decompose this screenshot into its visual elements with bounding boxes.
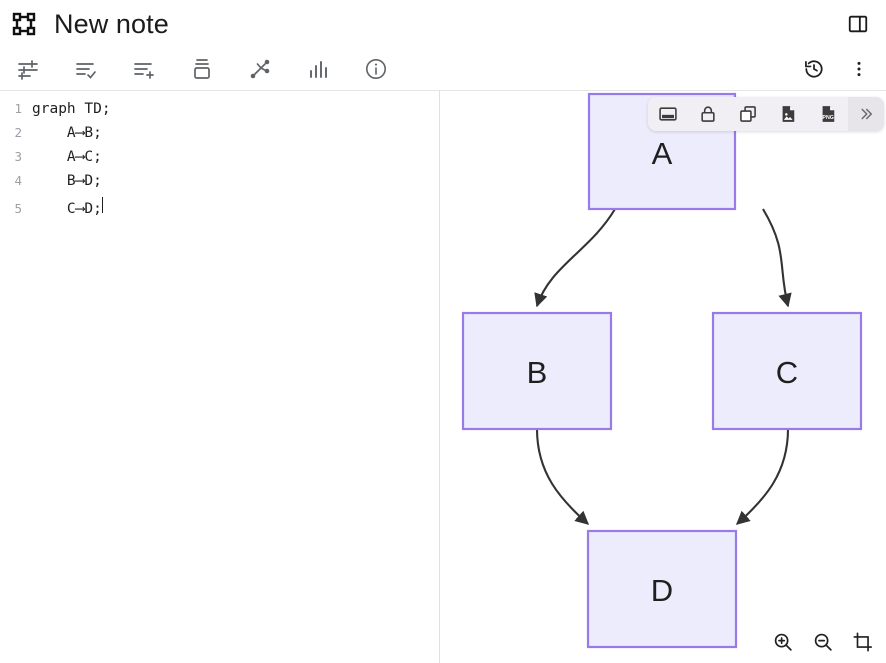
code-line: 4 B⟶D; <box>0 173 439 197</box>
diagram-node-d[interactable]: D <box>586 529 738 649</box>
node-label: A <box>652 136 673 171</box>
history-clock-icon[interactable] <box>794 51 834 87</box>
line-content: graph TD; <box>32 101 111 117</box>
selection-handles-icon <box>10 10 38 38</box>
edge-a-to-b <box>534 208 616 308</box>
zoom-out-icon[interactable] <box>810 629 836 655</box>
code-line: 1 graph TD; <box>0 101 439 125</box>
content-split: 1 graph TD; 2 A⟶B; 3 A⟶C; 4 B⟶D; 5 C⟶D; <box>0 91 886 663</box>
settings-sliders-icon[interactable] <box>8 51 48 87</box>
fit-to-screen-icon[interactable] <box>850 629 876 655</box>
line-number: 5 <box>14 201 22 216</box>
export-svg-icon[interactable] <box>768 97 808 131</box>
sidebar-toggle-icon[interactable] <box>844 10 872 38</box>
main-toolbar <box>0 48 886 91</box>
graph-branch-icon[interactable] <box>240 51 280 87</box>
code-line: 3 A⟶C; <box>0 149 439 173</box>
node-label: C <box>776 355 798 390</box>
zoom-in-icon[interactable] <box>770 629 796 655</box>
text-caret <box>101 197 103 213</box>
lock-icon[interactable] <box>688 97 728 131</box>
line-content: A⟶B; <box>32 125 102 141</box>
chevron-double-right-icon[interactable] <box>848 97 884 131</box>
export-png-icon[interactable]: PNG <box>808 97 848 131</box>
bar-chart-icon[interactable] <box>298 51 338 87</box>
line-number: 1 <box>14 101 22 116</box>
title-bar: New note <box>0 0 886 48</box>
page-title: New note <box>54 8 169 39</box>
edge-a-to-c <box>762 208 792 308</box>
node-label: D <box>651 573 673 608</box>
list-add-icon[interactable] <box>124 51 164 87</box>
line-number: 3 <box>14 149 22 164</box>
code-line: 2 A⟶B; <box>0 125 439 149</box>
diagram-floating-toolbar: PNG <box>648 97 884 131</box>
frame-window-icon[interactable] <box>648 97 688 131</box>
line-content: C⟶D; <box>32 201 102 217</box>
line-number: 4 <box>14 173 22 188</box>
info-circle-icon[interactable] <box>356 51 396 87</box>
diagram-preview[interactable]: A B C D <box>440 91 886 663</box>
copy-duplicate-icon[interactable] <box>728 97 768 131</box>
archive-box-icon[interactable] <box>182 51 222 87</box>
zoom-controls <box>770 629 876 655</box>
edge-c-to-d <box>735 428 790 525</box>
diagram-node-c[interactable]: C <box>711 311 863 431</box>
line-number: 2 <box>14 125 22 140</box>
kebab-menu-icon[interactable] <box>846 51 872 87</box>
edge-b-to-d <box>535 428 590 525</box>
code-line: 5 C⟶D; <box>0 197 439 221</box>
diagram-node-b[interactable]: B <box>461 311 613 431</box>
line-content: B⟶D; <box>32 173 102 189</box>
code-editor[interactable]: 1 graph TD; 2 A⟶B; 3 A⟶C; 4 B⟶D; 5 C⟶D; <box>0 91 440 663</box>
line-content: A⟶C; <box>32 149 102 165</box>
list-check-icon[interactable] <box>66 51 106 87</box>
flowchart-canvas: A B C D <box>461 92 863 649</box>
svg-text:PNG: PNG <box>822 115 834 121</box>
node-label: B <box>527 355 548 390</box>
